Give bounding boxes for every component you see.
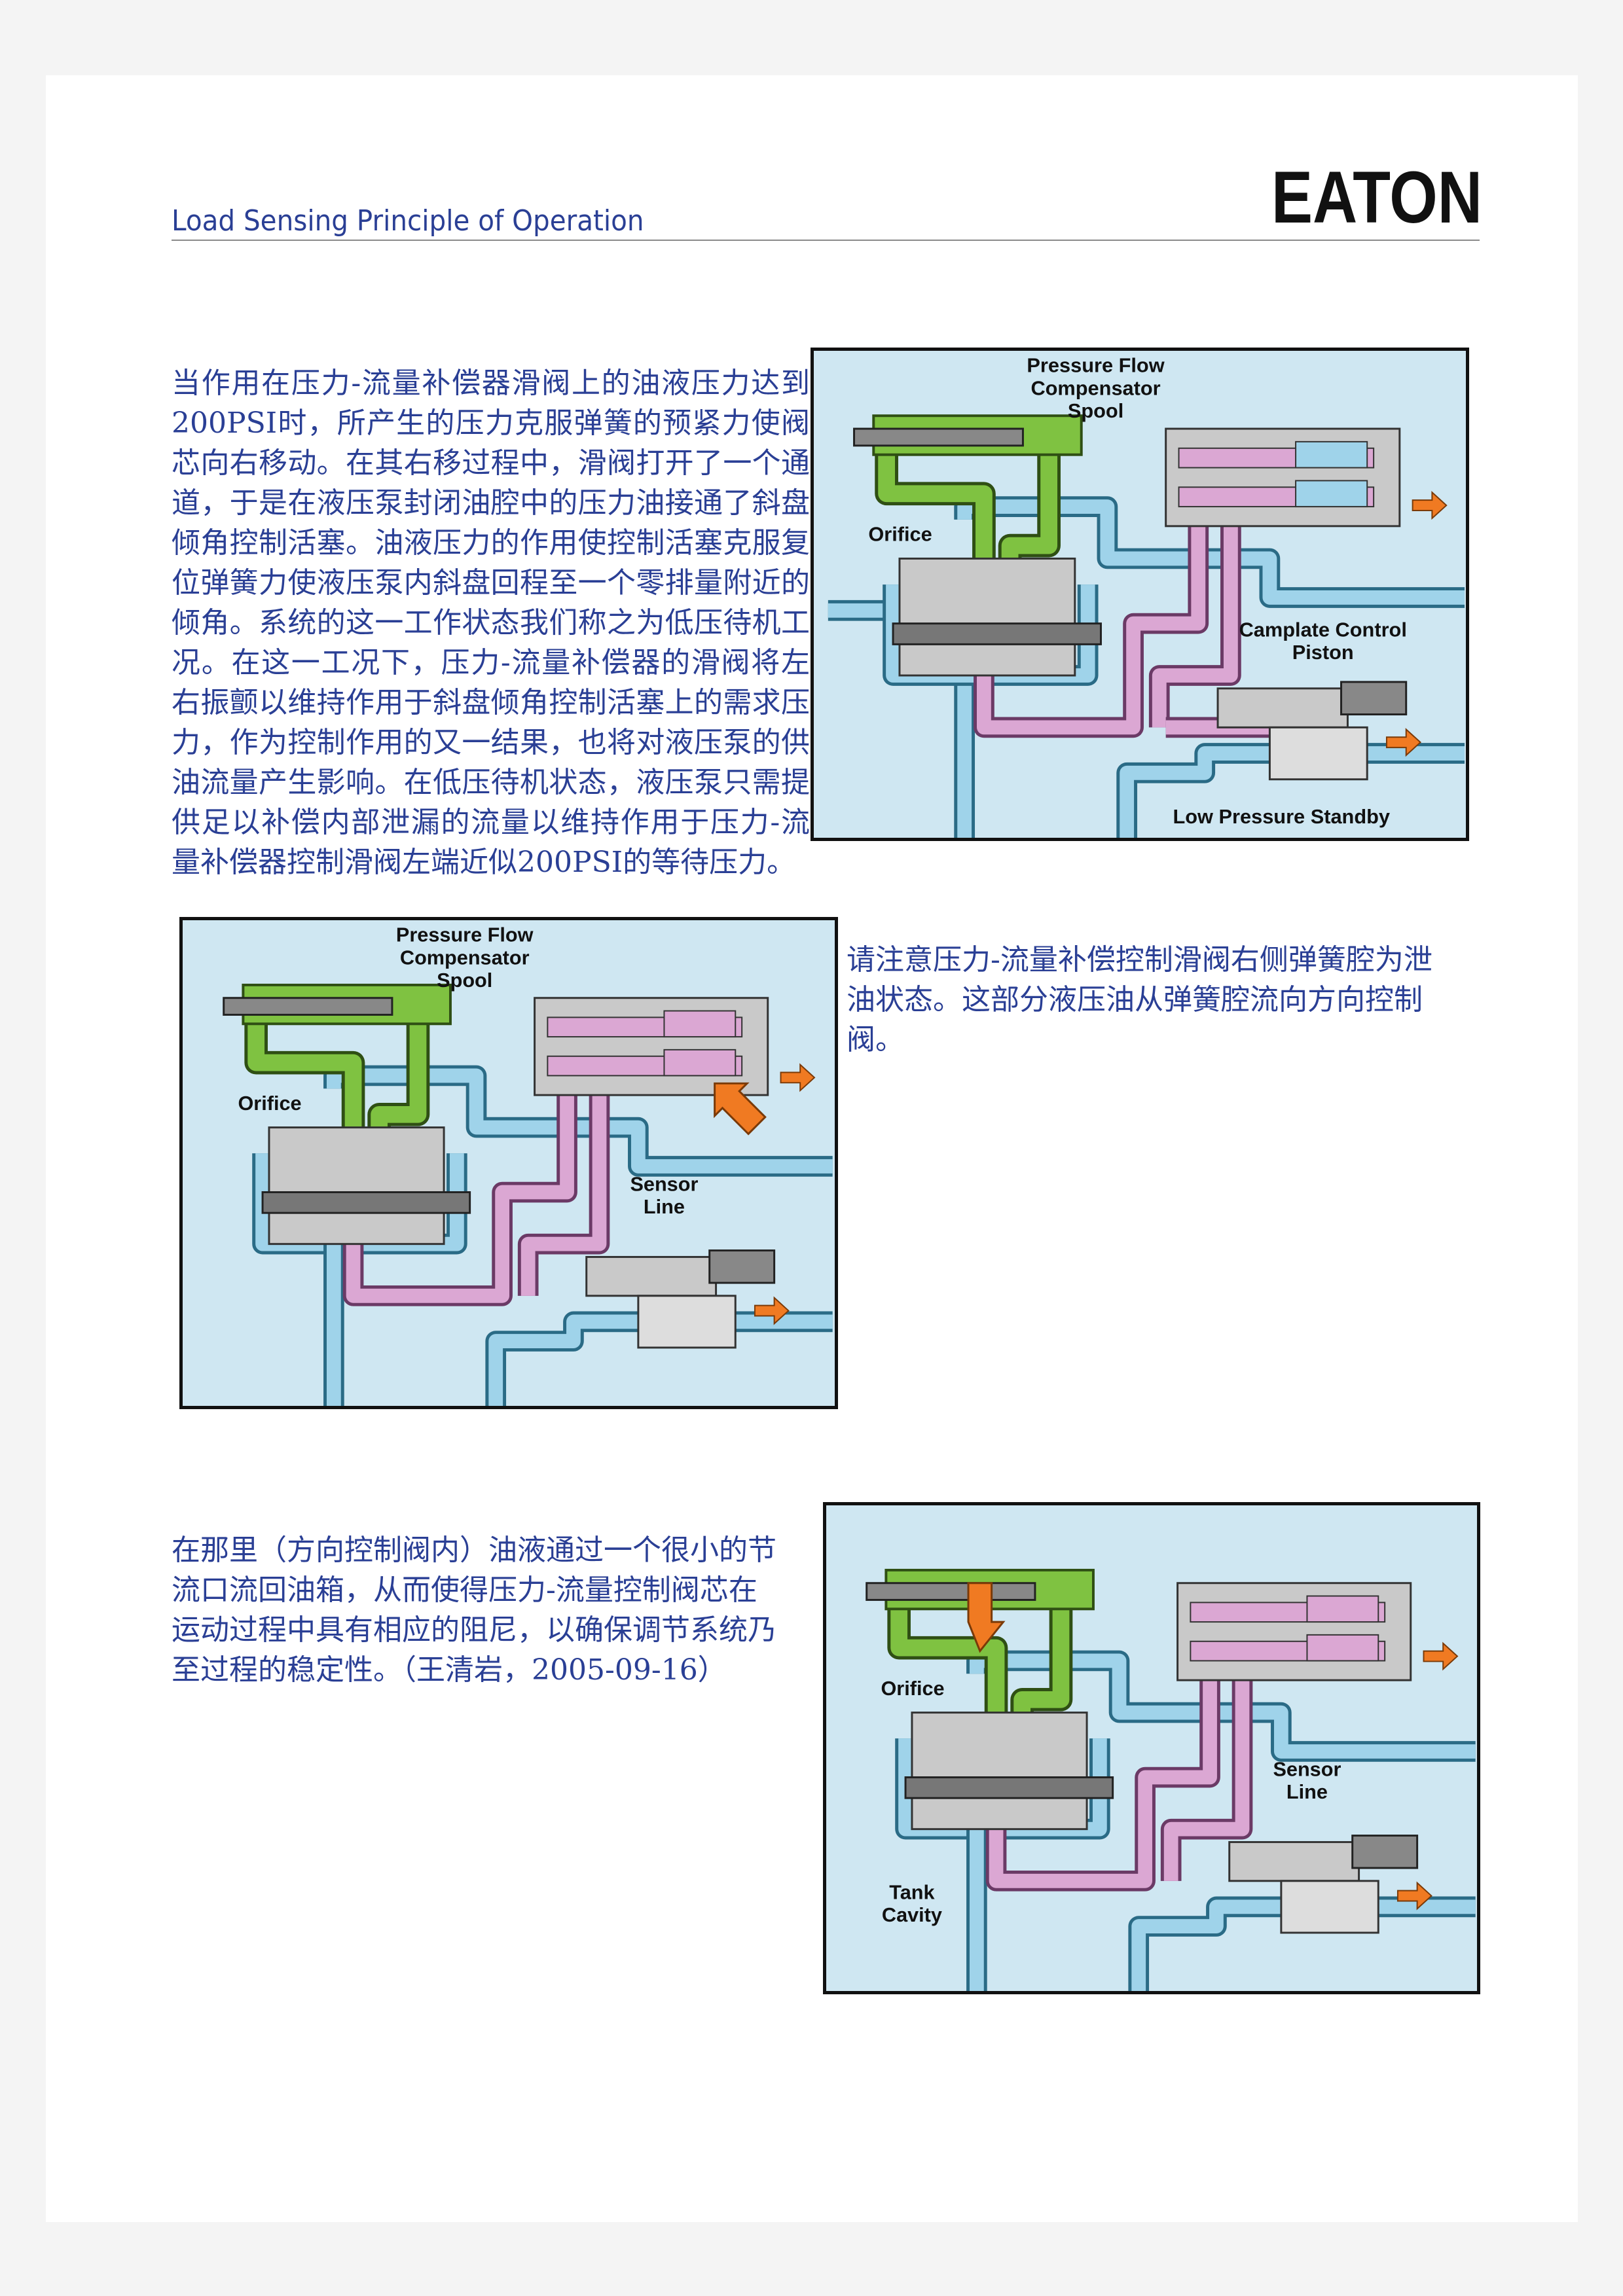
label-sensor-line2: Line	[644, 1196, 685, 1218]
label-compensator-line3: Spool	[1068, 399, 1123, 422]
label-sensor-line1: Sensor	[630, 1174, 698, 1196]
svg-text:EATON: EATON	[1271, 165, 1482, 228]
label-orifice: Orifice	[881, 1677, 944, 1700]
hydraulic-circuit-2: Pressure Flow Compensator Spool Orifice …	[223, 924, 833, 1406]
header-rule	[172, 240, 1480, 241]
diagram-orifice-damping: Orifice Sensor Line Tank Cavity	[823, 1502, 1480, 1994]
label-piston-line2: Piston	[1292, 641, 1354, 664]
label-compensator-line1: Pressure Flow	[1027, 354, 1164, 377]
label-orifice: Orifice	[238, 1092, 301, 1115]
diagram-spring-cavity-drain: Pressure Flow Compensator Spool Orifice …	[179, 917, 838, 1409]
page-title: Load Sensing Principle of Operation	[172, 204, 644, 238]
label-compensator-line2: Compensator	[1030, 376, 1160, 399]
label-compensator-line1: Pressure Flow	[396, 924, 534, 946]
label-compensator-line3: Spool	[437, 969, 492, 992]
hydraulic-circuit-1: Pressure Flow Compensator Spool Orifice …	[828, 354, 1465, 838]
label-sensor-line2: Line	[1286, 1781, 1328, 1803]
diagram-low-pressure-standby: Pressure Flow Compensator Spool Orifice …	[811, 348, 1469, 841]
eaton-logo: EATON	[1271, 165, 1482, 228]
label-compensator-line2: Compensator	[400, 946, 530, 969]
label-state: Low Pressure Standby	[1173, 805, 1390, 828]
paragraph-spring-cavity-drain: 请注意压力-流量补偿控制滑阀右侧弹簧腔为泄油状态。这部分液压油从弹簧腔流向方向控…	[847, 943, 1432, 1056]
label-tank-line1: Tank	[889, 1882, 935, 1904]
label-piston-line1: Camplate Control	[1239, 618, 1407, 641]
label-orifice: Orifice	[868, 523, 932, 546]
label-tank-line2: Cavity	[882, 1904, 942, 1926]
label-sensor-line1: Sensor	[1273, 1759, 1341, 1781]
paragraph-low-pressure-standby: 当作用在压力-流量补偿器滑阀上的油液压力达到200PSI时，所产生的压力克服弹簧…	[172, 367, 810, 879]
paragraph-orifice-damping: 在那里（方向控制阀内）油液通过一个很小的节流口流回油箱，从而使得压力-流量控制阀…	[172, 1534, 776, 1687]
hydraulic-circuit-3: Orifice Sensor Line Tank Cavity	[866, 1568, 1476, 1991]
